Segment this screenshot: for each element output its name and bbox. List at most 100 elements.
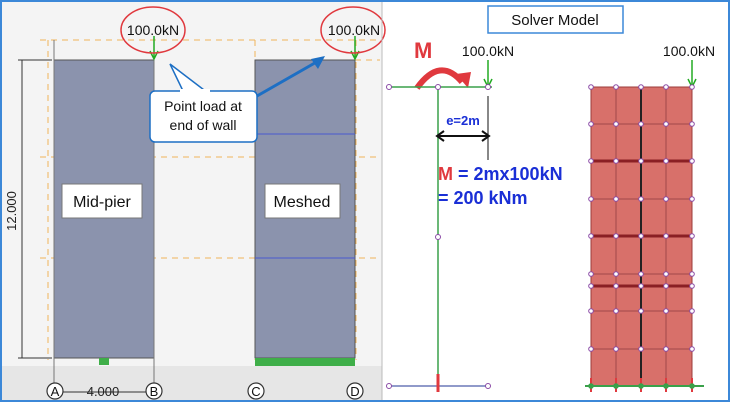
solver-load-2-value: 100.0kN [663, 43, 715, 59]
highlight-circle-1 [120, 6, 186, 54]
mesh-nodes [588, 84, 695, 389]
mesh-node [638, 383, 644, 389]
moment-symbol: M [414, 38, 432, 63]
mesh-node [689, 84, 695, 90]
meshed-label: Meshed [274, 194, 331, 211]
mesh-node [613, 84, 619, 90]
mesh-node [638, 271, 644, 277]
mesh-node [638, 283, 644, 289]
mesh-node [689, 283, 695, 289]
mesh-node [638, 233, 644, 239]
mesh-node [588, 233, 594, 239]
solver-model-title-box [487, 5, 624, 34]
mesh-node [663, 84, 669, 90]
moment-equation: M = 2mx100kN = 200 kNm [438, 164, 563, 208]
mesh-node [663, 233, 669, 239]
mesh-node [663, 196, 669, 202]
arrow-right-icon [481, 130, 491, 142]
equation-line-1: M = 2mx100kN [438, 164, 563, 184]
eccentricity-label: e=2m [446, 113, 480, 128]
grid-bubble-a[interactable]: A [46, 382, 64, 400]
svg-text:B: B [150, 384, 159, 399]
meshed-label-box [264, 183, 341, 219]
mesh-node [689, 308, 695, 314]
height-dimension-label: 12.000 [4, 191, 19, 231]
mesh-node [588, 196, 594, 202]
point-load-2[interactable]: 100.0kN [320, 6, 386, 61]
mesh-node [689, 346, 695, 352]
mesh-node [663, 383, 669, 389]
mesh-node [689, 121, 695, 127]
mesh-node [663, 308, 669, 314]
mesh-node [663, 283, 669, 289]
width-dimension: 4.000 [54, 384, 154, 399]
meshed-wall-mesh-lines [255, 133, 355, 259]
mesh-node [663, 346, 669, 352]
grid-label-strip [0, 366, 382, 402]
mesh-node [613, 346, 619, 352]
mesh-node [588, 283, 594, 289]
meshed-wall-support [255, 358, 355, 366]
mesh-node [638, 308, 644, 314]
mesh-node [613, 233, 619, 239]
grid-bubble-b[interactable]: B [145, 382, 163, 400]
mesh-node [689, 271, 695, 277]
frame-stick-model[interactable] [386, 84, 493, 393]
point-load-1-value: 100.0kN [127, 22, 179, 38]
width-dimension-label: 4.000 [87, 384, 120, 399]
mesh-node [588, 121, 594, 127]
mesh-node [613, 283, 619, 289]
eccentricity-dimension: e=2m [435, 96, 491, 160]
arrow-left-icon [435, 130, 445, 142]
mesh-node [638, 196, 644, 202]
grid-bubble-d[interactable]: D [346, 382, 364, 400]
mesh-node [613, 383, 619, 389]
point-load-callout: Point load at end of wall [149, 56, 325, 143]
grid-bubble-c[interactable]: C [247, 382, 265, 400]
moment-arc-icon [414, 67, 465, 90]
mesh-node [663, 271, 669, 277]
mesh-node [588, 84, 594, 90]
callout-line-1: Point load at [164, 98, 242, 114]
mesh-node [588, 383, 594, 389]
mesh-node [588, 346, 594, 352]
solver-model-title: Solver Model [511, 12, 599, 29]
mesh-node [613, 308, 619, 314]
mesh-node [613, 121, 619, 127]
equation-moment-symbol: M [438, 164, 453, 184]
mesh-node [613, 196, 619, 202]
svg-text:A: A [51, 384, 60, 399]
svg-text:D: D [350, 384, 359, 399]
svg-text:C: C [251, 384, 260, 399]
mid-pier-support [99, 358, 109, 365]
mesh-node [613, 271, 619, 277]
mesh-node [663, 121, 669, 127]
mesh-node [588, 158, 594, 164]
solver-model-view: Solver Model M 100.0kN 100.0kN [386, 5, 715, 393]
callout-line-2: end of wall [170, 117, 237, 133]
mid-pier-label-box [61, 183, 143, 219]
mesh-node [588, 271, 594, 277]
shell-mesh-model[interactable] [585, 84, 704, 392]
equation-line-1-rest: = 2mx100kN [453, 164, 563, 184]
mesh-node [663, 158, 669, 164]
point-load-2-value: 100.0kN [328, 22, 380, 38]
solver-load-1-arrow [483, 60, 493, 89]
solver-load-2-arrow [687, 60, 697, 89]
mesh-node [638, 158, 644, 164]
mesh-node [689, 158, 695, 164]
point-load-1[interactable]: 100.0kN [120, 6, 186, 61]
mesh-node [638, 346, 644, 352]
mesh-node [588, 308, 594, 314]
mesh-node [689, 383, 695, 389]
mid-pier-label: Mid-pier [73, 194, 131, 211]
equation-line-2: = 200 kNm [438, 188, 528, 208]
mesh-node [638, 84, 644, 90]
mesh-node [638, 121, 644, 127]
callout-arrow-icon [311, 56, 325, 69]
height-dimension: 12.000 [4, 59, 52, 359]
highlight-circle-2 [320, 6, 386, 54]
mesh-node [689, 233, 695, 239]
